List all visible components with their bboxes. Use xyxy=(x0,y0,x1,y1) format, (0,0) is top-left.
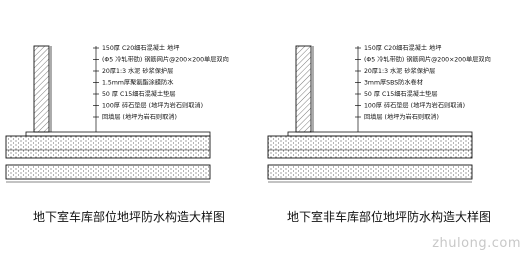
caption-left: 地下室车库部位地坪防水构造大样图 xyxy=(33,210,226,224)
detail-left: 150厚 C20细石混凝土 地坪 (Φ5 冷轧带肋) 钢筋网片@200×200单层… xyxy=(5,44,229,183)
layer-label: 100厚 碎石垫层 (地坪为岩石则取消) xyxy=(102,102,203,110)
protective-layer xyxy=(25,131,211,137)
layer-label: 50 厚 C15细石混凝土垫层 xyxy=(102,90,176,98)
layer-label: 150厚 C20细石混凝土 地坪 xyxy=(102,44,179,52)
gravel-layer xyxy=(5,164,211,180)
layer-label: 3mm厚SBS防水卷材 xyxy=(364,79,423,87)
wall xyxy=(33,45,50,133)
layer-label: 20厚1:3 水泥 砂浆保护层 xyxy=(102,67,173,75)
concrete-slab xyxy=(5,135,211,159)
gravel-layer xyxy=(267,164,473,180)
layer-label: (Φ5 冷轧带肋) 钢筋网片@200×200单层双向 xyxy=(102,56,229,64)
layer-label: 150厚 C20细石混凝土 地坪 xyxy=(364,44,441,52)
layer-label: 50 厚 C15细石混凝土垫层 xyxy=(364,90,438,98)
protective-layer xyxy=(287,131,473,137)
layer-label: 20厚1:3 水泥 砂浆保护层 xyxy=(364,67,435,75)
concrete-slab xyxy=(267,135,473,159)
layer-label: 回填层 (地坪为岩石则取消) xyxy=(364,113,439,121)
layer-label: 回填层 (地坪为岩石则取消) xyxy=(102,113,177,121)
wall xyxy=(295,45,312,133)
layer-label: 100厚 碎石垫层 (地坪为岩石则取消) xyxy=(364,102,465,110)
detail-right: 150厚 C20细石混凝土 地坪 (Φ5 冷轧带肋) 钢筋网片@200×200单层… xyxy=(267,44,491,183)
layer-label: (Φ5 冷轧带肋) 钢筋网片@200×200单层双向 xyxy=(364,56,491,64)
layer-label: 1.5mm厚聚氨酯涂膜防水 xyxy=(102,79,174,87)
watermark: zhulong.com xyxy=(432,236,521,251)
caption-right: 地下室非车库部位地坪防水构造大样图 xyxy=(287,210,492,224)
